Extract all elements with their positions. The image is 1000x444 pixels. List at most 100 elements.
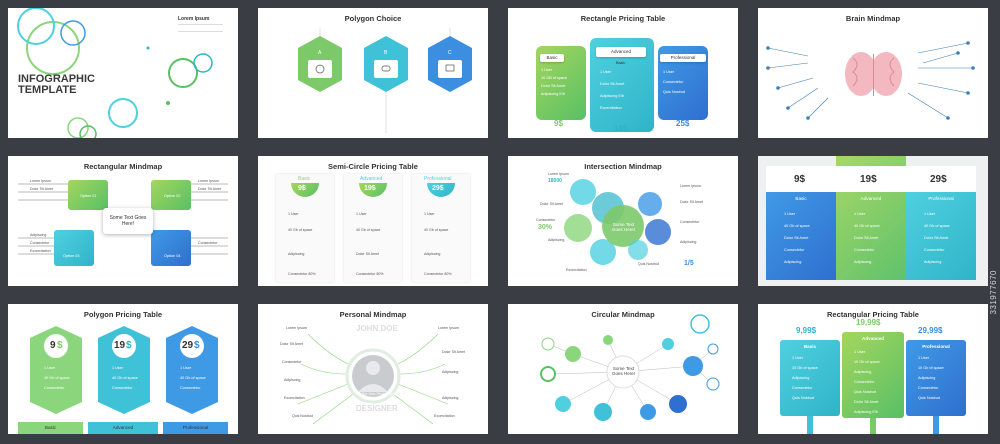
feature: Adipiscing — [792, 376, 810, 380]
feature: 40 Gb of space — [854, 224, 880, 228]
side-label: Excercitation — [30, 249, 51, 253]
side-label: Consectetur — [198, 241, 218, 245]
feature: 1 User — [918, 356, 930, 360]
slide-rectangular-mindmap[interactable]: Rectangular Mindmap Some Text Goes Here!… — [8, 156, 238, 286]
node-label: Lorem Ipsum — [438, 326, 459, 330]
slide-intersection-mindmap[interactable]: Intersection Mindmap Some Text Goes Here… — [508, 156, 738, 286]
feature: 1 User — [854, 212, 866, 216]
feature: 10 Gb of space — [918, 366, 944, 370]
slide-title: Brain Mindmap — [845, 14, 901, 23]
option-02-box[interactable] — [151, 180, 191, 210]
price-header-advanced-top — [836, 166, 906, 192]
circular-network — [540, 314, 720, 421]
price-basic: 9$ — [554, 119, 563, 128]
price: 29$ — [930, 174, 947, 185]
letter-c: C — [448, 50, 452, 56]
letter-a: A — [318, 50, 322, 56]
side-label: Consectetur — [30, 241, 50, 245]
price: 9,99$ — [796, 326, 817, 335]
plan-name: Professional — [182, 425, 209, 430]
price: 19 — [114, 340, 126, 351]
person-role: DESIGNER — [356, 404, 398, 413]
plan-card-advanced[interactable] — [842, 332, 904, 418]
feature: 1 User — [356, 212, 367, 216]
slide-title: Rectangular Pricing Table — [827, 310, 919, 319]
feature: 40 Gb of space — [180, 376, 206, 380]
option-label: Option 03 — [63, 254, 80, 258]
feature: Excercitation — [600, 106, 622, 110]
feature: Dolor Sit Amet — [854, 236, 879, 240]
price: 19,99$ — [856, 318, 881, 327]
stand-basic — [807, 416, 813, 434]
feature: 40 Gb of space — [288, 228, 313, 232]
feature: 1 User — [854, 350, 866, 354]
semi-circle-basic — [291, 183, 319, 197]
slide-rectangular-pricing[interactable]: Rectangular Pricing Table 9,99$ 19,99$ 2… — [758, 304, 988, 434]
slide-brain-mindmap[interactable]: Brain Mindmap — [758, 8, 988, 138]
price: 29 — [182, 340, 194, 351]
option-03-box[interactable] — [54, 230, 94, 266]
price: 9 — [50, 340, 56, 351]
option-label: Option 01 — [80, 194, 97, 198]
brain-icon — [845, 52, 902, 96]
option-label: Option 04 — [164, 254, 181, 258]
side-label: Lorem Ipsum — [198, 179, 219, 183]
node-label: Quis Nostrud — [638, 262, 659, 266]
column-basic[interactable] — [766, 192, 836, 280]
slide-column-pricing[interactable]: 9$ 19$ 29$ 19$ Basic Advanced Profession… — [758, 156, 988, 286]
feature: 10 Gb of space — [792, 366, 818, 370]
slide-circular-mindmap[interactable]: Circular Mindmap Some Text Goes Here! — [508, 304, 738, 434]
node-label: Adipiscing — [548, 238, 565, 242]
plan-name: Basic — [795, 196, 807, 201]
price-advanced: 19$ — [614, 124, 628, 133]
feature: Consectetur — [44, 386, 65, 390]
slide-rectangle-pricing[interactable]: Rectangle Pricing Table Basic Advanced P… — [508, 8, 738, 138]
feature: Dolor Sit Amet — [784, 236, 809, 240]
feature: 1 User — [792, 356, 804, 360]
price-header-basic — [766, 166, 836, 192]
slide-title: Intersection Mindmap — [584, 162, 662, 171]
polygon-shapes — [298, 28, 472, 133]
side-label: Dolor Sit Amet — [198, 187, 221, 191]
slide-semicircle-pricing[interactable]: Semi-Circle Pricing Table Basic Advanced… — [258, 156, 488, 286]
slide-title: Rectangle Pricing Table — [580, 14, 666, 23]
price: 29$ — [432, 185, 444, 192]
slide-personal-mindmap[interactable]: Personal Mindmap JOHN DOE DESIGNER Put Y… — [258, 304, 488, 434]
slide-polygon-choice[interactable]: Polygon Choice A B C — [258, 8, 488, 138]
plan-card-basic[interactable] — [780, 340, 840, 416]
option-label: Option 02 — [164, 194, 181, 198]
photo-caption: Put Your Photo Here — [362, 392, 395, 396]
slide-title: Polygon Pricing Table — [83, 310, 163, 319]
option-01-box[interactable] — [68, 180, 108, 210]
column-professional[interactable] — [906, 192, 976, 280]
feature: 40 Gb of space — [784, 224, 810, 228]
feature: Adipiscing — [918, 376, 936, 380]
price-professional: 25$ — [676, 119, 690, 128]
feature: Adipiscing Elit — [854, 410, 878, 414]
slide-title: Circular Mindmap — [591, 310, 655, 319]
feature: Consectetur 80% — [424, 272, 452, 276]
plan-name: Advanced — [360, 176, 383, 182]
feature: 1 User — [784, 212, 796, 216]
feature: 1 User — [663, 70, 675, 74]
semi-circle-professional — [427, 183, 455, 197]
feature: 1 User — [180, 366, 192, 370]
currency: $ — [126, 340, 132, 351]
slide-polygon-pricing[interactable]: Polygon Pricing Table 9 $ 19 $ 29 $ 1 Us… — [8, 304, 238, 434]
slide-title: INFOGRAPHIC TEMPLATE — [18, 73, 95, 96]
personal-network — [297, 333, 449, 425]
feature: Adipiscing Elit — [541, 92, 565, 96]
plan-card-professional[interactable] — [906, 340, 966, 416]
feature: Adipiscing — [854, 260, 872, 264]
slide-infographic-template[interactable]: INFOGRAPHIC TEMPLATE Lorem Ipsum — [8, 8, 238, 138]
feature: 40 Gb of space — [112, 376, 138, 380]
feature: Consectetur — [784, 248, 805, 252]
node-label: Adipiscing — [284, 378, 301, 382]
node-label: Adipiscing — [442, 396, 459, 400]
feature: Consectetur — [924, 248, 945, 252]
node-label: Adipiscing — [680, 240, 697, 244]
option-04-box[interactable] — [151, 230, 191, 266]
plan-name: Basic — [44, 425, 57, 430]
feature: Adipiscing — [924, 260, 942, 264]
plan-name: Professional — [424, 176, 452, 182]
